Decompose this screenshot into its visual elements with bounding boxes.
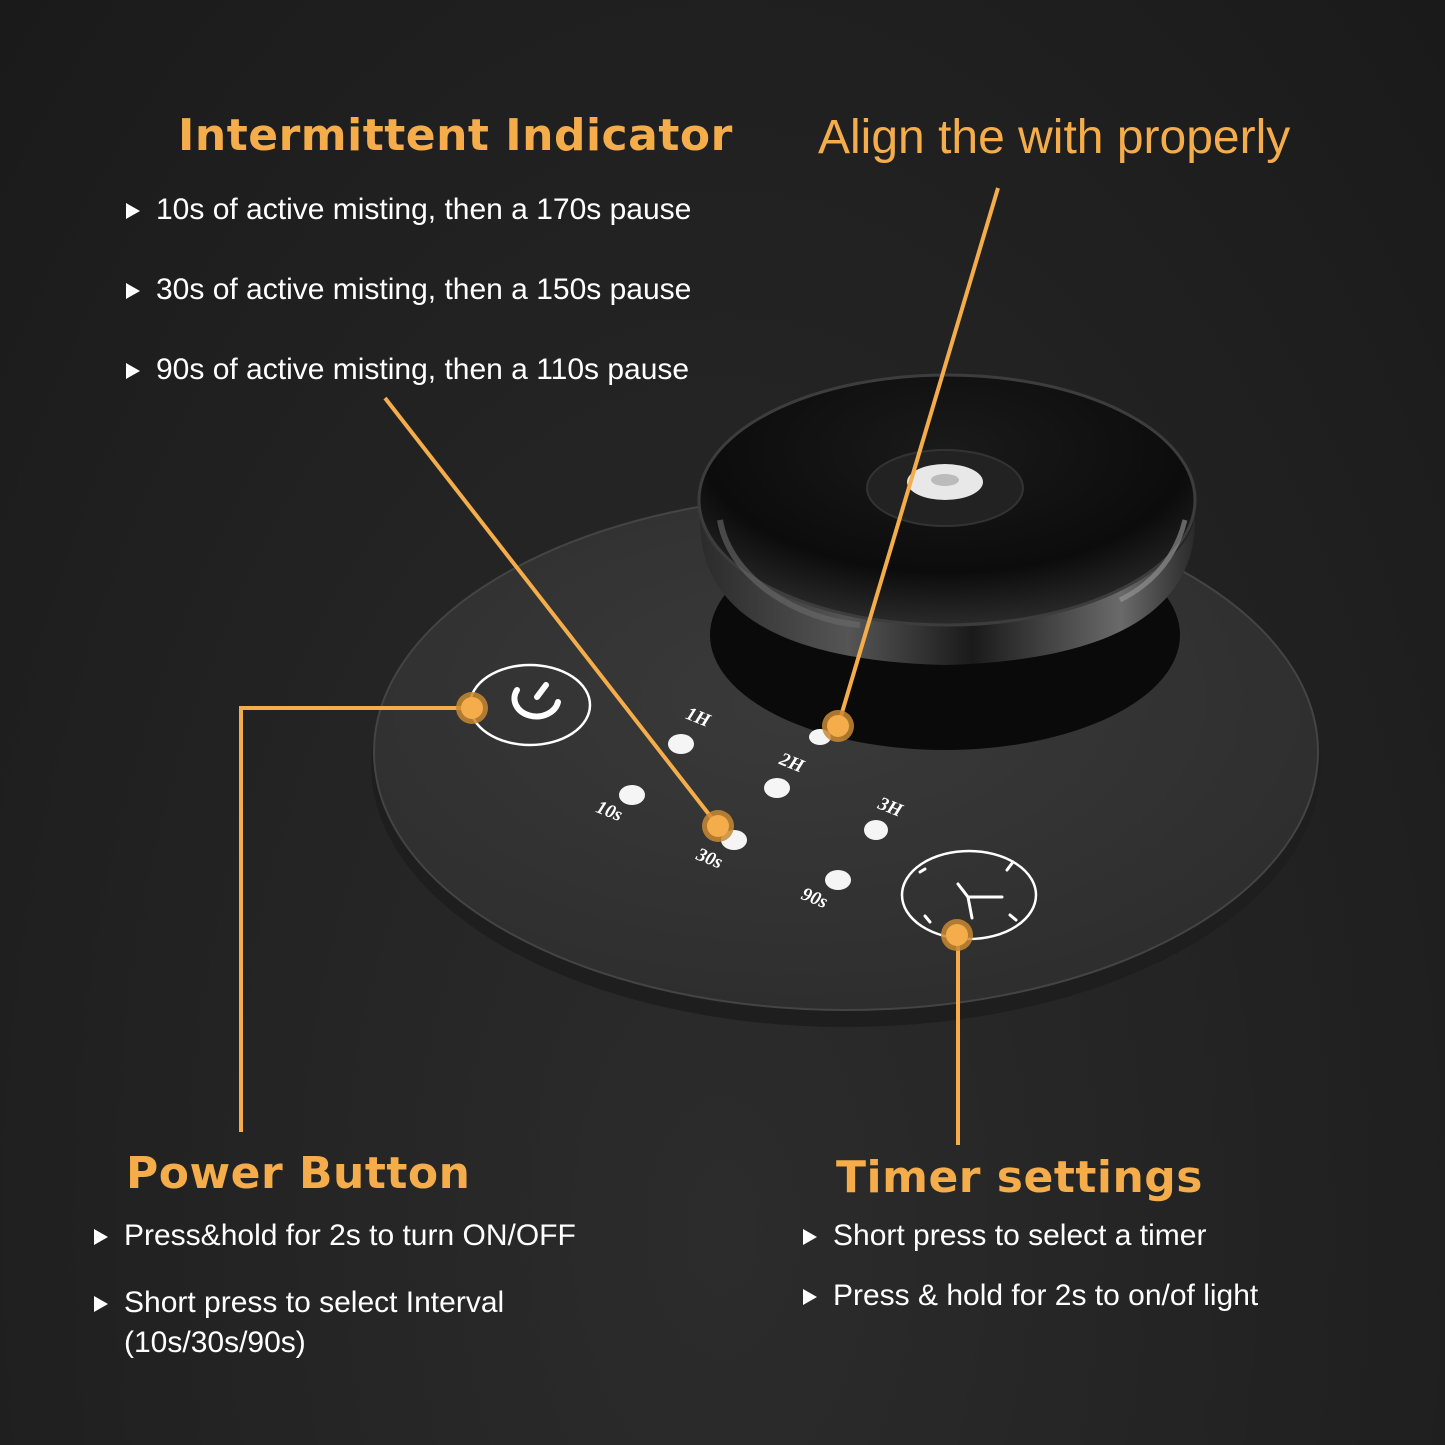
list-item-text: Press&hold for 2s to turn ON/OFF <box>124 1219 576 1252</box>
indicator-dot-2h <box>764 778 790 798</box>
bullet-triangle-icon <box>126 283 140 299</box>
list-item-text: 90s of active misting, then a 110s pause <box>156 353 690 386</box>
timer-settings-title: Timer settings <box>836 1152 1203 1203</box>
indicator-dot-1h <box>668 734 694 754</box>
power-button-list: Press&hold for 2s to turn ON/OFF Short p… <box>94 1219 576 1363</box>
list-item: Press & hold for 2s to on/of light <box>803 1279 1258 1313</box>
callout-line-align <box>836 187 1000 727</box>
list-item-text: Short press to select a timer <box>833 1219 1207 1252</box>
timer-settings-list: Short press to select a timer Press & ho… <box>803 1219 1258 1313</box>
list-item-text: 30s of active misting, then a 150s pause <box>156 273 692 306</box>
bullet-triangle-icon <box>94 1296 108 1312</box>
power-icon <box>511 682 561 720</box>
list-item: 30s of active misting, then a 150s pause <box>126 273 691 307</box>
callout-line-interval <box>383 396 720 828</box>
list-item: Press&hold for 2s to turn ON/OFF <box>94 1219 576 1253</box>
dome-highlight <box>1118 519 1188 603</box>
list-item-text: Press & hold for 2s to on/of light <box>833 1279 1259 1312</box>
indicator-dot-90s <box>825 870 851 890</box>
callout-dots <box>456 692 973 951</box>
clock-icon <box>918 860 1018 924</box>
bullet-triangle-icon <box>94 1229 108 1245</box>
align-title: Align the with properly <box>818 111 1291 164</box>
callout-line-power <box>239 706 472 1132</box>
dome-side <box>700 510 1195 665</box>
list-item-text: Short press to select Interval <box>124 1286 505 1319</box>
power-button-title: Power Button <box>126 1148 471 1199</box>
callout-lines <box>239 187 1000 1145</box>
indicator-dot-3h <box>864 820 888 840</box>
list-item: 90s of active misting, then a 110s pause <box>126 353 691 387</box>
intermittent-indicator-title: Intermittent Indicator <box>178 110 733 161</box>
list-item-text-continued: (10s/30s/90s) <box>124 1326 306 1359</box>
bullet-triangle-icon <box>126 363 140 379</box>
mist-outlet-hole <box>931 474 959 486</box>
list-item-text: 10s of active misting, then a 170s pause <box>156 193 692 226</box>
bullet-triangle-icon <box>803 1289 817 1305</box>
list-item: Short press to select a timer <box>803 1219 1258 1253</box>
list-item: Short press to select Interval (10s/30s/… <box>94 1283 576 1363</box>
intermittent-indicator-list: 10s of active misting, then a 170s pause… <box>126 193 691 387</box>
bullet-triangle-icon <box>126 203 140 219</box>
list-item: 10s of active misting, then a 170s pause <box>126 193 691 227</box>
dome-highlight <box>717 519 861 628</box>
bullet-triangle-icon <box>803 1229 817 1245</box>
indicator-dot-10s <box>619 785 645 805</box>
